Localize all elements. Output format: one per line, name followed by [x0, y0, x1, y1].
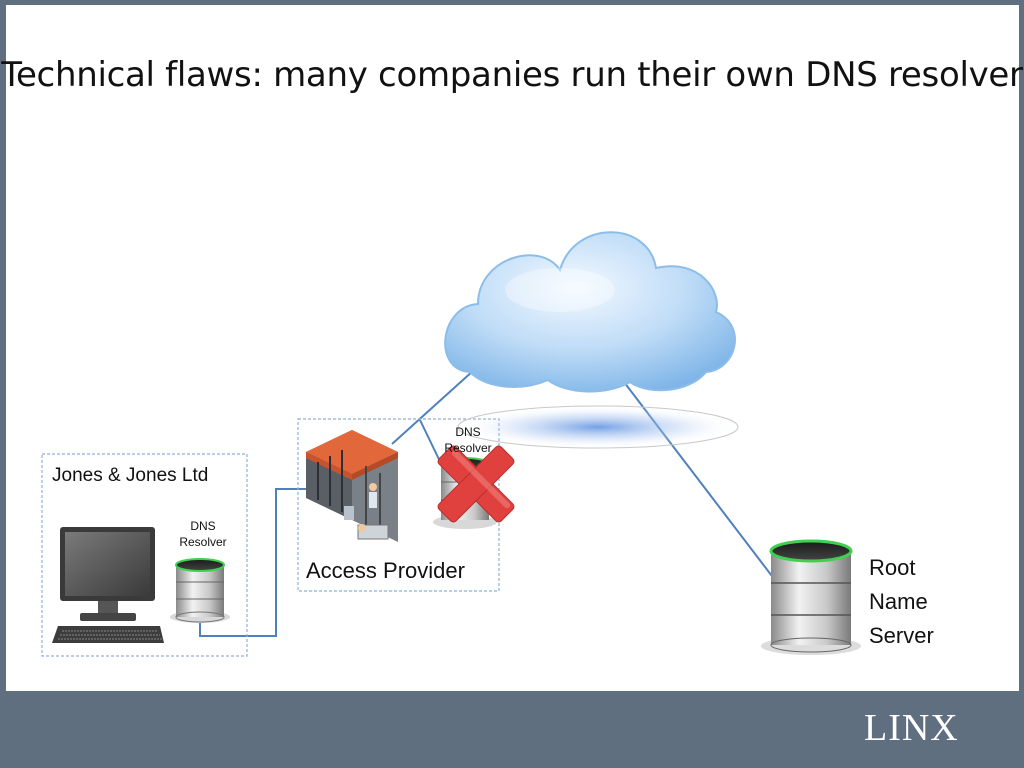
provider-resolver-label-line2: Resolver — [444, 441, 492, 455]
database-icon — [761, 539, 861, 655]
root-name-server-label: Root Name Server — [869, 551, 934, 653]
database-icon — [170, 558, 230, 623]
slide-title: Technical flaws: many companies run thei… — [1, 55, 1023, 95]
footer-bar — [0, 692, 1024, 768]
linx-logo: LINX — [864, 707, 959, 749]
company-resolver-label: DNS Resolver — [176, 518, 230, 550]
company-resolver-label-line1: DNS — [190, 519, 216, 533]
provider-resolver-label-line1: DNS — [455, 425, 481, 439]
link-provider-to-cloud — [391, 369, 475, 445]
company-resolver-label-line2: Resolver — [179, 535, 227, 549]
root-label-line2: Name — [869, 589, 928, 614]
provider-resolver-label: DNS Resolver — [438, 424, 498, 456]
link-company-to-provider — [199, 488, 310, 637]
root-label-line1: Root — [869, 555, 916, 580]
company-boundary-box — [41, 453, 248, 657]
access-provider-label: Access Provider — [306, 558, 465, 583]
root-label-line3: Server — [869, 623, 934, 648]
cloud-glow — [457, 405, 739, 449]
cloud-icon — [444, 231, 736, 393]
cross-icon — [437, 445, 515, 523]
computer-icon — [52, 527, 164, 643]
network-diagram — [41, 231, 861, 657]
server-room-icon — [306, 430, 398, 542]
company-label: Jones & Jones Ltd — [52, 465, 209, 486]
